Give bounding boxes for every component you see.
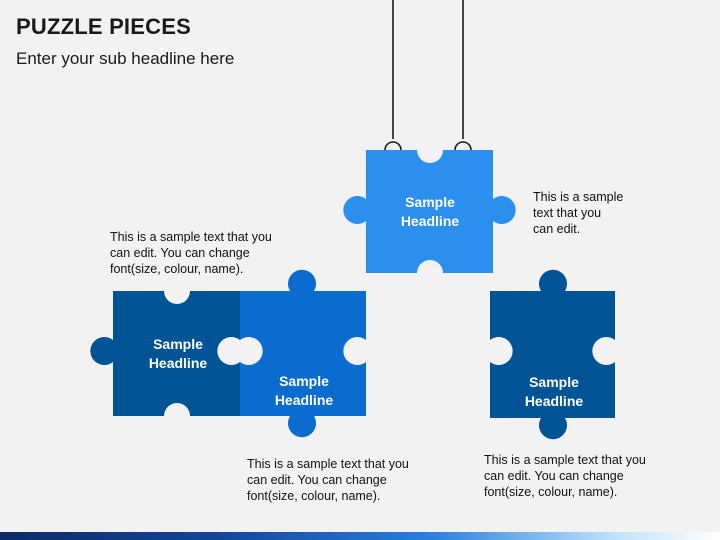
- description-line: can edit. You can change: [484, 469, 624, 483]
- description-bottom-right: This is a sample text that you can edit.…: [484, 452, 646, 500]
- description-top-left: This is a sample text that you can edit.…: [110, 229, 272, 277]
- puzzle-piece-left: [90, 291, 240, 416]
- description-line: font(size, colour, name).: [484, 485, 618, 499]
- description-line: This is a sample text that you: [110, 230, 272, 244]
- bottom-accent-bar: [0, 532, 720, 540]
- description-bottom-middle: This is a sample text that you can edit.…: [247, 456, 409, 504]
- page-subtitle: Enter your sub headline here: [16, 49, 235, 68]
- piece-right-headline: Sample Headline: [494, 373, 614, 411]
- piece-top-headline-line2: Headline: [400, 213, 460, 229]
- description-line: font(size, colour, name).: [110, 262, 244, 276]
- piece-right-headline-line1: Sample: [529, 374, 579, 390]
- piece-left-headline: Sample Headline: [118, 335, 238, 373]
- piece-right-headline-line2: Headline: [524, 393, 584, 409]
- description-line: can edit. You can change: [110, 246, 250, 260]
- piece-left-headline-line1: Sample: [153, 336, 203, 352]
- hanger-loop-left: [384, 141, 402, 151]
- description-line: This is a sample text that you: [247, 457, 409, 471]
- description-line: can edit.: [533, 222, 581, 236]
- piece-middle-headline: Sample Headline: [244, 372, 364, 410]
- hanger-loop-right: [454, 141, 472, 151]
- description-line: can edit. You can change: [247, 473, 387, 487]
- piece-middle-headline-line1: Sample: [279, 373, 329, 389]
- description-line: This is a sample text that you: [484, 453, 646, 467]
- description-line: This is a sample: [533, 190, 624, 204]
- piece-top-headline-line1: Sample: [405, 194, 455, 210]
- description-line: text that you: [533, 206, 602, 220]
- piece-middle-headline-line2: Headline: [274, 392, 334, 408]
- puzzle-piece-top: [343, 150, 516, 273]
- hanger-strings: [384, 0, 472, 151]
- piece-left-headline-line2: Headline: [148, 355, 208, 371]
- page-title: PUZZLE PIECES: [16, 14, 191, 39]
- puzzle-piece-middle: [240, 269, 366, 438]
- description-line: font(size, colour, name).: [247, 489, 381, 503]
- puzzle-piece-right: [490, 269, 615, 440]
- description-top-right: This is a sample text that you can edit.: [533, 189, 623, 237]
- piece-top-headline: Sample Headline: [370, 193, 490, 231]
